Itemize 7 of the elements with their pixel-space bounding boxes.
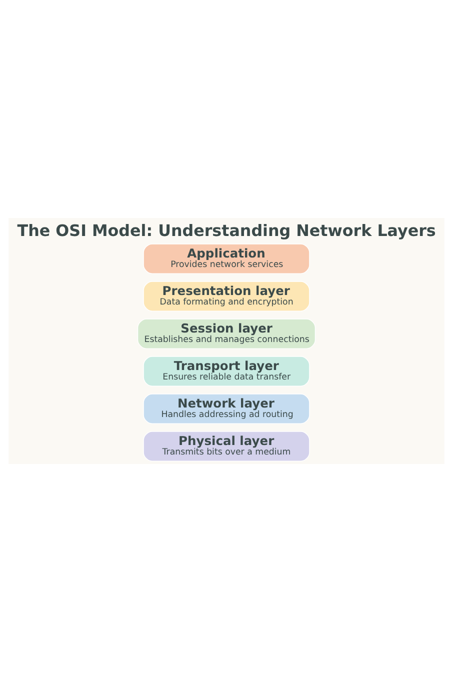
node-box: Network layer Handles addressing ad routing <box>143 394 310 424</box>
node-box: Session layer Establishes and manages connections <box>137 318 316 349</box>
node-box: Physical layer Transmits bits over a medium <box>143 431 310 462</box>
node-box: Application Provides network services <box>143 244 310 274</box>
node-box: Transport layer Ensures reliable data transfer <box>143 356 310 386</box>
diagram-title: The OSI Model: Understanding Network Layers <box>17 220 436 240</box>
node-box: Presentation layer Data formating and encryption <box>143 281 310 312</box>
